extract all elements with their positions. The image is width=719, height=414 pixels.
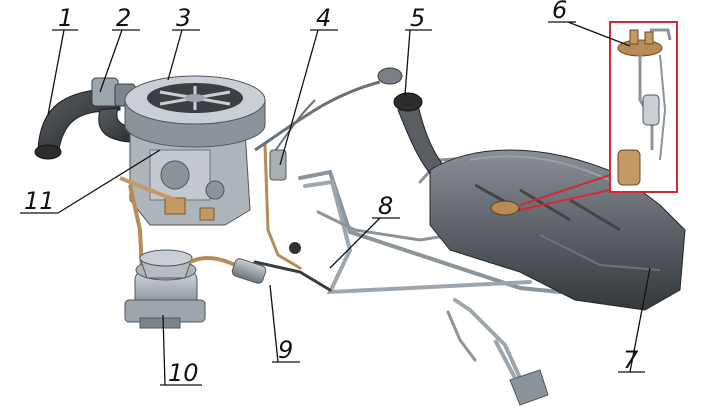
carburetor (119, 129, 251, 271)
fuel-lines (253, 143, 562, 380)
label-10: 10 (168, 359, 199, 387)
callouts: 1 2 3 4 5 6 7 8 9 10 11 (20, 0, 651, 387)
label-3: 3 (176, 4, 191, 32)
fuel-level-sensor-inset (519, 21, 678, 211)
label-1: 1 (58, 4, 73, 32)
accelerator-pedal (493, 339, 549, 406)
label-9: 9 (278, 336, 293, 364)
label-7: 7 (623, 346, 639, 374)
fuel-filter (231, 242, 301, 284)
fuel-pump (124, 249, 236, 329)
label-11: 11 (24, 187, 55, 215)
label-2: 2 (116, 4, 131, 32)
air-filter-housing (124, 75, 266, 148)
label-4: 4 (316, 4, 331, 32)
label-5: 5 (410, 4, 425, 32)
label-8: 8 (378, 192, 393, 220)
throttle-cable (254, 67, 403, 181)
label-6: 6 (552, 0, 567, 24)
